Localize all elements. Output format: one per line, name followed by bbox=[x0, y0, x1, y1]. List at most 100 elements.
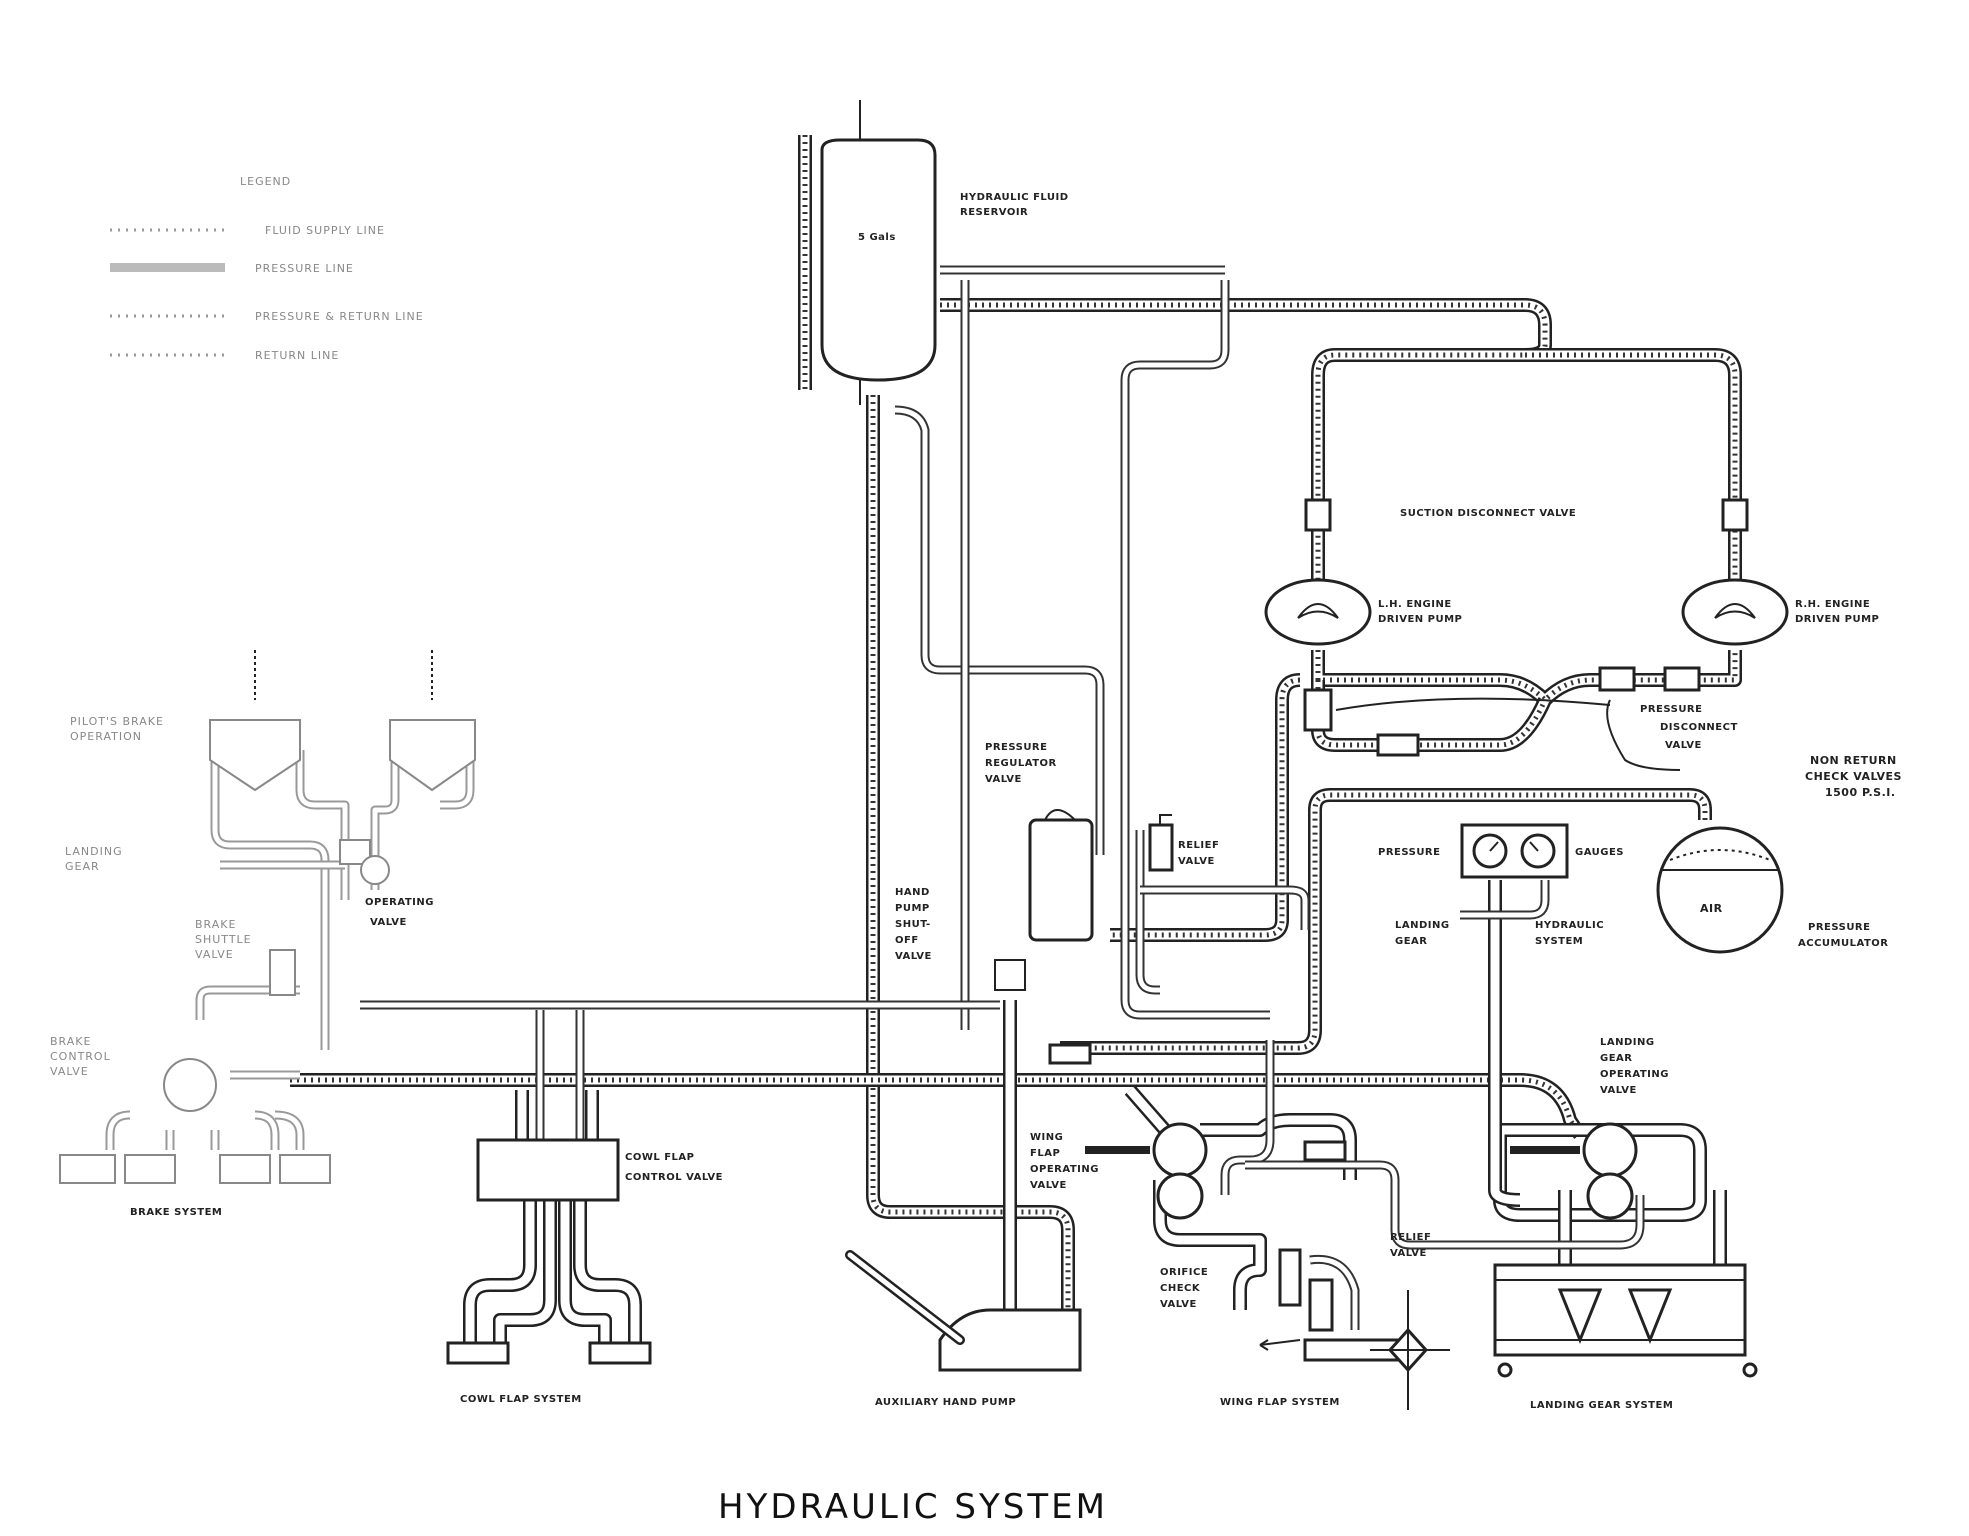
lh-engine-driven-pump: L.H. ENGINE DRIVEN PUMP bbox=[1264, 578, 1462, 646]
svg-text:BRAKE: BRAKE bbox=[50, 1035, 91, 1048]
svg-text:WING: WING bbox=[1030, 1132, 1063, 1143]
svg-text:GEAR: GEAR bbox=[65, 860, 100, 873]
svg-text:VALVE: VALVE bbox=[985, 774, 1022, 785]
pressure-gauges-label: PRESSURE bbox=[1378, 847, 1440, 858]
svg-text:SHUTTLE: SHUTTLE bbox=[195, 933, 252, 946]
legend-item-pressure-return: PRESSURE & RETURN LINE bbox=[110, 310, 424, 323]
svg-text:COWL FLAP: COWL FLAP bbox=[625, 1152, 695, 1163]
svg-text:HAND: HAND bbox=[895, 887, 930, 898]
svg-text:SHUT-: SHUT- bbox=[895, 919, 931, 930]
svg-text:PRESSURE: PRESSURE bbox=[1808, 922, 1870, 933]
svg-text:GAUGES: GAUGES bbox=[1575, 847, 1624, 858]
reservoir-label: HYDRAULIC FLUID bbox=[960, 192, 1069, 203]
suction-disconnect-valves: SUCTION DISCONNECT VALVE bbox=[1304, 498, 1749, 532]
pressure-gauges: PRESSURE GAUGES LANDING GEAR HYDRAULIC S… bbox=[1378, 823, 1624, 947]
svg-text:REGULATOR: REGULATOR bbox=[985, 758, 1057, 769]
svg-text:VALVE: VALVE bbox=[1665, 740, 1702, 751]
wing-flap-operating-valve: WING FLAP OPERATING VALVE bbox=[1030, 1122, 1208, 1220]
svg-text:OPERATING: OPERATING bbox=[1030, 1164, 1099, 1175]
wing-flap-system: RELIEF VALVE ORIFICE CHECK VALVE bbox=[1160, 1232, 1450, 1410]
landing-gear-system-label: LANDING GEAR SYSTEM bbox=[1530, 1400, 1673, 1411]
svg-text:RELIEF: RELIEF bbox=[1390, 1232, 1431, 1243]
system-captions: BRAKE SYSTEM COWL FLAP SYSTEM AUXILIARY … bbox=[130, 1207, 1673, 1411]
svg-text:RESERVOIR: RESERVOIR bbox=[960, 207, 1028, 218]
svg-text:CHECK VALVES: CHECK VALVES bbox=[1805, 770, 1902, 783]
pressure-lines bbox=[290, 298, 1742, 1345]
diagram-title: HYDRAULIC SYSTEM bbox=[718, 1487, 1108, 1527]
landing-gear-operating-valve: LANDING GEAR OPERATING VALVE bbox=[1510, 1037, 1669, 1220]
svg-text:PRESSURE: PRESSURE bbox=[985, 742, 1047, 753]
svg-text:RELIEF: RELIEF bbox=[1178, 840, 1219, 851]
svg-text:BRAKE: BRAKE bbox=[195, 918, 236, 931]
reservoir-capacity: 5 Gals bbox=[858, 232, 896, 243]
svg-text:VALVE: VALVE bbox=[1178, 856, 1215, 867]
wing-flap-system-label: WING FLAP SYSTEM bbox=[1220, 1397, 1340, 1408]
svg-text:VALVE: VALVE bbox=[195, 948, 234, 961]
brake-system-label: BRAKE SYSTEM bbox=[130, 1207, 222, 1218]
svg-text:NON RETURN: NON RETURN bbox=[1810, 754, 1897, 767]
svg-text:ORIFICE: ORIFICE bbox=[1160, 1267, 1208, 1278]
svg-text:VALVE: VALVE bbox=[50, 1065, 89, 1078]
legend-item-return: RETURN LINE bbox=[110, 349, 339, 362]
svg-text:FLAP: FLAP bbox=[1030, 1148, 1060, 1159]
landing-gear-system bbox=[1493, 1263, 1758, 1378]
svg-text:VALVE: VALVE bbox=[1030, 1180, 1067, 1191]
svg-text:CONTROL VALVE: CONTROL VALVE bbox=[625, 1172, 723, 1183]
svg-text:VALVE: VALVE bbox=[1600, 1085, 1637, 1096]
svg-text:PRESSURE: PRESSURE bbox=[1640, 704, 1702, 715]
svg-text:GEAR: GEAR bbox=[1600, 1053, 1632, 1064]
svg-text:R.H. ENGINE: R.H. ENGINE bbox=[1795, 599, 1870, 610]
svg-text:DISCONNECT: DISCONNECT bbox=[1660, 722, 1738, 733]
brake-system: PILOT'S BRAKE OPERATION LANDING GEAR BRA… bbox=[50, 650, 476, 1184]
hand-pump-shutoff-valve: HAND PUMP SHUT- OFF VALVE bbox=[895, 887, 1026, 991]
svg-text:SYSTEM: SYSTEM bbox=[1535, 936, 1583, 947]
svg-text:OFF: OFF bbox=[895, 935, 919, 946]
svg-text:ACCUMULATOR: ACCUMULATOR bbox=[1798, 938, 1888, 949]
svg-text:PRESSURE LINE: PRESSURE LINE bbox=[255, 262, 354, 275]
svg-text:CHECK: CHECK bbox=[1160, 1283, 1201, 1294]
suction-disconnect-label: SUCTION DISCONNECT VALVE bbox=[1400, 508, 1576, 519]
legend-item-supply: FLUID SUPPLY LINE bbox=[110, 224, 385, 237]
svg-text:OPERATING: OPERATING bbox=[365, 897, 434, 908]
main-line-check-valve bbox=[1048, 1043, 1092, 1065]
svg-text:DRIVEN PUMP: DRIVEN PUMP bbox=[1795, 614, 1879, 625]
svg-text:FLUID SUPPLY LINE: FLUID SUPPLY LINE bbox=[265, 224, 385, 237]
svg-text:OPERATION: OPERATION bbox=[70, 730, 142, 743]
svg-text:RETURN LINE: RETURN LINE bbox=[255, 349, 339, 362]
cowl-flap-actuators bbox=[446, 1341, 652, 1365]
svg-text:VALVE: VALVE bbox=[370, 917, 407, 928]
non-return-check-valves: NON RETURN CHECK VALVES 1500 P.S.I. bbox=[1805, 754, 1902, 799]
svg-text:GEAR: GEAR bbox=[1395, 936, 1427, 947]
cowl-flap-system-label: COWL FLAP SYSTEM bbox=[460, 1394, 582, 1405]
svg-text:LANDING: LANDING bbox=[65, 845, 123, 858]
svg-text:OPERATING: OPERATING bbox=[1600, 1069, 1669, 1080]
svg-text:DRIVEN PUMP: DRIVEN PUMP bbox=[1378, 614, 1462, 625]
svg-text:VALVE: VALVE bbox=[895, 951, 932, 962]
wing-flap-check-valve bbox=[1303, 1140, 1347, 1162]
svg-text:PILOT'S BRAKE: PILOT'S BRAKE bbox=[70, 715, 164, 728]
cowl-flap-control-valve: COWL FLAP CONTROL VALVE bbox=[476, 1138, 723, 1202]
svg-text:AIR: AIR bbox=[1700, 902, 1723, 915]
auxiliary-hand-pump bbox=[845, 1250, 1082, 1372]
hydraulic-fluid-reservoir: 5 Gals HYDRAULIC FLUID RESERVOIR bbox=[798, 100, 1069, 405]
svg-text:1500 P.S.I.: 1500 P.S.I. bbox=[1825, 786, 1896, 799]
svg-text:L.H. ENGINE: L.H. ENGINE bbox=[1378, 599, 1452, 610]
svg-text:LANDING: LANDING bbox=[1600, 1037, 1655, 1048]
svg-text:CONTROL: CONTROL bbox=[50, 1050, 111, 1063]
svg-text:HYDRAULIC: HYDRAULIC bbox=[1535, 920, 1604, 931]
svg-text:VALVE: VALVE bbox=[1160, 1299, 1197, 1310]
rh-engine-driven-pump: R.H. ENGINE DRIVEN PUMP bbox=[1681, 578, 1879, 646]
return-lines bbox=[360, 265, 1645, 1250]
relief-valve-upper: RELIEF VALVE bbox=[1148, 814, 1219, 872]
svg-text:PUMP: PUMP bbox=[895, 903, 930, 914]
pressure-disconnect-valves: PRESSURE DISCONNECT VALVE bbox=[1303, 666, 1738, 771]
svg-text:LANDING: LANDING bbox=[1395, 920, 1450, 931]
legend-item-pressure: PRESSURE LINE bbox=[110, 262, 354, 275]
pressure-regulator-valve: PRESSURE REGULATOR VALVE bbox=[985, 742, 1094, 942]
pressure-accumulator: AIR PRESSURE ACCUMULATOR bbox=[1656, 826, 1888, 954]
svg-text:PRESSURE & RETURN LINE: PRESSURE & RETURN LINE bbox=[255, 310, 424, 323]
legend-heading: LEGEND bbox=[240, 175, 291, 188]
svg-text:VALVE: VALVE bbox=[1390, 1248, 1427, 1259]
brake-lines bbox=[105, 750, 475, 1150]
